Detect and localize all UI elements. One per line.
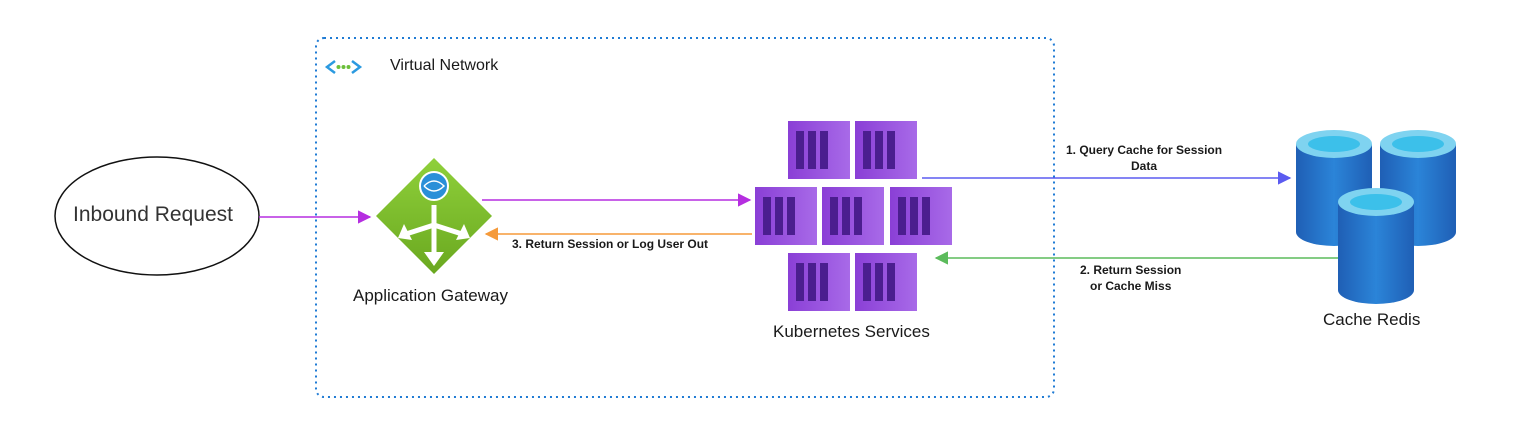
inbound-request-node: [54, 156, 260, 276]
vnet-boundary: [315, 37, 1055, 398]
virtual-network-icon: [324, 60, 363, 74]
cache-redis-icon: [1296, 130, 1456, 304]
edge-label-return-session: 2. Return Session or Cache Miss: [1080, 262, 1181, 294]
edge-label-return-session-line1: 2. Return Session: [1080, 263, 1182, 277]
edge-label-query-cache-line2: Data: [1131, 159, 1158, 173]
edge-label-return-or-logout: 3. Return Session or Log User Out: [512, 237, 709, 251]
edge-label-return-session-line2: or Cache Miss: [1090, 279, 1172, 293]
vnet-title: Virtual Network: [390, 57, 499, 74]
application-gateway-icon: [376, 158, 492, 274]
edge-label-query-cache-line1: 1. Query Cache for Session: [1066, 143, 1223, 157]
kubernetes-services-icon: [755, 121, 952, 311]
application-gateway-label: Application Gateway: [353, 286, 508, 305]
cache-redis-label: Cache Redis: [1323, 310, 1421, 329]
kubernetes-services-label: Kubernetes Services: [773, 322, 930, 341]
inbound-request-label: Inbound Request: [73, 203, 233, 226]
edge-label-query-cache: 1. Query Cache for Session Data: [1066, 142, 1222, 174]
